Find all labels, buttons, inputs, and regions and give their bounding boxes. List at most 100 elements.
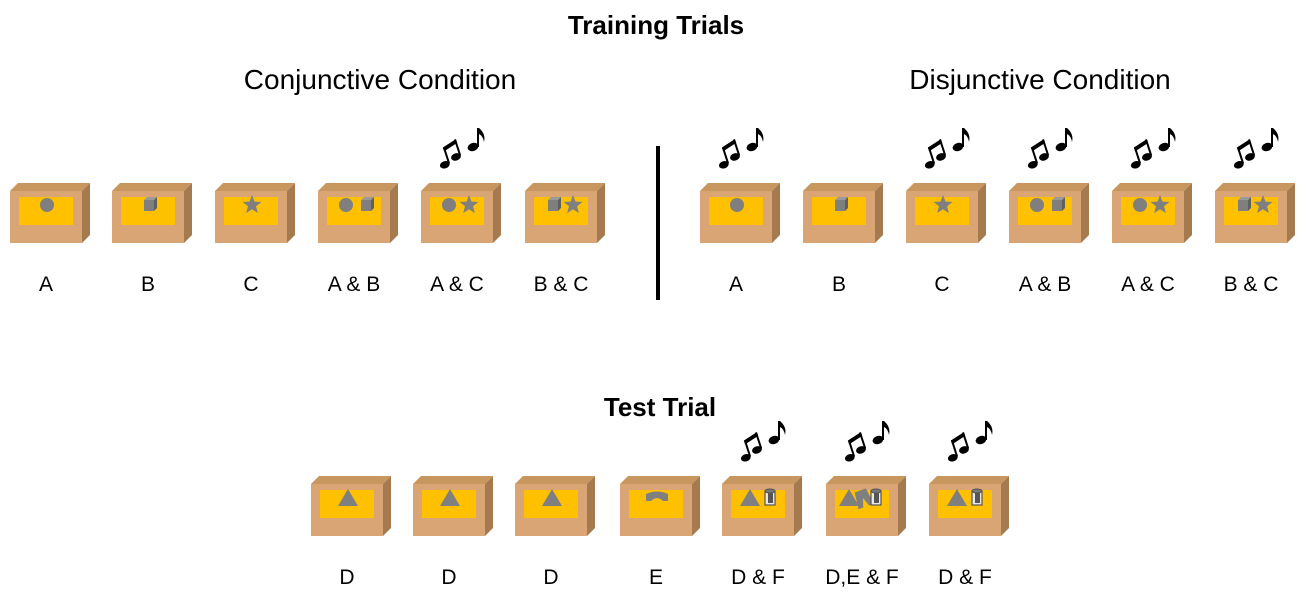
beamed-notes-icon (1130, 139, 1153, 169)
machine-box (803, 183, 891, 245)
music-notes-icon (712, 125, 772, 175)
beamed-notes-icon (439, 139, 462, 169)
box-side (184, 183, 192, 243)
eighth-note-icon (952, 128, 970, 152)
star-object (242, 195, 262, 214)
box-side (287, 183, 295, 243)
machine-box (1009, 183, 1097, 245)
machine-box (826, 476, 914, 538)
trial-label: A & C (430, 273, 484, 296)
beamed-notes-icon (740, 432, 763, 462)
trial-label: B & C (533, 273, 589, 296)
music-notes-icon (734, 418, 794, 468)
box-side (390, 183, 398, 243)
trial-label: D (543, 566, 559, 589)
arch-object (646, 491, 668, 501)
box-top (906, 183, 986, 191)
machine-box (311, 476, 399, 538)
trial-label: B & C (1223, 273, 1279, 296)
machine-box (525, 183, 613, 245)
cube-object (548, 197, 561, 211)
machine-box (215, 183, 303, 245)
box-side (587, 476, 595, 536)
box-top (215, 183, 295, 191)
box-top (700, 183, 780, 191)
triangle-object (542, 489, 562, 506)
circle-object (1133, 198, 1147, 212)
music-notes-icon (1021, 125, 1081, 175)
box-top (929, 476, 1009, 484)
trial-label: A & B (1018, 273, 1072, 296)
machine-box (906, 183, 994, 245)
arch-object (854, 488, 874, 510)
box-side (692, 476, 700, 536)
circle-object (339, 198, 353, 212)
music-notes-icon (918, 125, 978, 175)
eighth-note-icon (1158, 128, 1176, 152)
training-title: Training Trials (567, 10, 745, 40)
box-panel (430, 197, 484, 225)
box-side (794, 476, 802, 536)
triangle-object (440, 489, 460, 506)
box-top (413, 476, 493, 484)
beamed-notes-icon (947, 432, 970, 462)
conjunctive-heading: Conjunctive Condition (243, 64, 517, 95)
machine-box (1215, 183, 1303, 245)
box-top (10, 183, 90, 191)
cube-object (1052, 197, 1065, 211)
machine-box (515, 476, 603, 538)
box-side (1001, 476, 1009, 536)
machine-box (700, 183, 788, 245)
trial-label: C (934, 273, 950, 296)
trial-label: D & F (731, 566, 785, 589)
triangle-object (338, 489, 358, 506)
box-side (493, 183, 501, 243)
eighth-note-icon (872, 421, 890, 445)
music-notes-icon (433, 125, 493, 175)
box-side (485, 476, 493, 536)
box-side (597, 183, 605, 243)
cube-object (1238, 197, 1251, 211)
box-top (525, 183, 605, 191)
box-top (1215, 183, 1295, 191)
box-top (826, 476, 906, 484)
box-side (978, 183, 986, 243)
test-title: Test Trial (603, 392, 717, 422)
music-notes-icon (941, 418, 1001, 468)
circle-object (730, 198, 744, 212)
box-top (620, 476, 700, 484)
machine-box (10, 183, 98, 245)
trial-label: A & C (1121, 273, 1175, 296)
eighth-note-icon (768, 421, 786, 445)
beamed-notes-icon (1027, 139, 1050, 169)
star-object (1253, 195, 1273, 214)
trial-label: C (243, 273, 259, 296)
machine-box (620, 476, 708, 538)
beamed-notes-icon (924, 139, 947, 169)
circle-object (442, 198, 456, 212)
music-notes-icon (1124, 125, 1184, 175)
eighth-note-icon (746, 128, 764, 152)
triangle-object (839, 489, 859, 506)
star-object (1150, 195, 1170, 214)
music-notes-icon (838, 418, 898, 468)
trial-label: B (831, 273, 846, 296)
circle-object (1030, 198, 1044, 212)
trial-label: A (728, 273, 743, 296)
box-side (875, 183, 883, 243)
trial-label: B (140, 273, 155, 296)
cylinder-object (971, 488, 983, 506)
box-top (421, 183, 501, 191)
trial-label: D & F (938, 566, 992, 589)
eighth-note-icon (1055, 128, 1073, 152)
trial-label: D (339, 566, 355, 589)
beamed-notes-icon (718, 139, 741, 169)
box-side (383, 476, 391, 536)
box-top (1009, 183, 1089, 191)
eighth-note-icon (975, 421, 993, 445)
trial-label: D,E & F (825, 566, 899, 589)
cube-object (835, 197, 848, 211)
machine-box (318, 183, 406, 245)
box-top (1112, 183, 1192, 191)
machine-box (929, 476, 1017, 538)
